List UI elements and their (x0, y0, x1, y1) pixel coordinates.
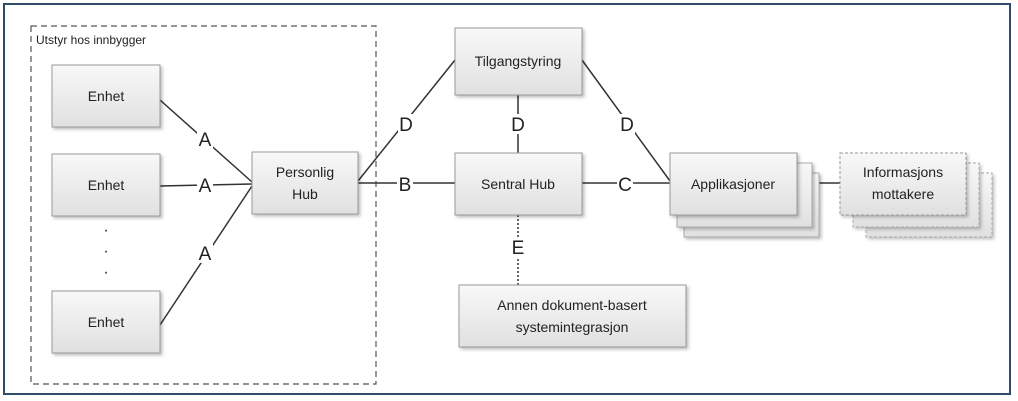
group-label: Utstyr hos innbygger (36, 33, 146, 47)
tilgangstyring-box: Tilgangstyring (454, 27, 583, 96)
edge-label-b: B (399, 175, 412, 196)
ellipsis-dot: · (103, 264, 108, 281)
ellipsis-dot: · (103, 243, 108, 260)
applikasjoner-stack: Applikasjoner (669, 152, 820, 238)
device-label: Enhet (88, 177, 125, 193)
edge-label-a2: A (199, 176, 212, 197)
device-box: Enhet (51, 153, 161, 217)
informasjons-mottakere-stack: Informasjons mottakere (839, 152, 993, 238)
edge-label-d-right: D (620, 115, 634, 136)
edge-label-c: C (618, 175, 632, 196)
citizen-equipment-group (30, 25, 377, 385)
annen-line1: Annen dokument-basert (497, 297, 647, 313)
device-label: Enhet (88, 314, 125, 330)
personlig-hub-line1: Personlig (276, 164, 334, 180)
edge-label-d-left: D (399, 115, 413, 136)
device-box: Enhet (51, 64, 161, 128)
edge-label-a3: A (199, 244, 212, 265)
personlig-hub-line2: Hub (292, 186, 318, 202)
tilgangstyring-label: Tilgangstyring (475, 53, 562, 69)
sentral-hub-label: Sentral Hub (481, 176, 555, 192)
ellipsis-dot: · (103, 222, 108, 239)
applikasjoner-label: Applikasjoner (691, 176, 775, 192)
edge-label-d-mid: D (511, 115, 525, 136)
informasjons-line2: mottakere (872, 186, 934, 202)
device-label: Enhet (88, 88, 125, 104)
personlig-hub-box: Personlig Hub (251, 151, 359, 215)
annen-line2: systemintegrasjon (516, 319, 629, 335)
device-box: Enhet (51, 290, 161, 354)
informasjons-line1: Informasjons (863, 164, 943, 180)
edge-label-e: E (512, 238, 525, 259)
edge-label-a1: A (199, 130, 212, 151)
annen-integrasjon-box: Annen dokument-basert systemintegrasjon (458, 284, 687, 348)
sentral-hub-box: Sentral Hub (454, 152, 583, 216)
